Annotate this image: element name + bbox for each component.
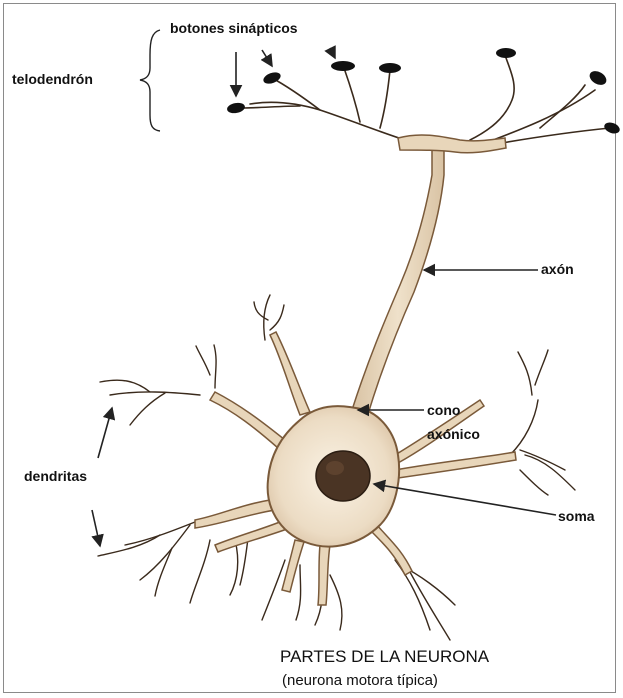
synaptic-buttons xyxy=(226,48,621,135)
label-cono: cono xyxy=(427,402,460,418)
nucleus xyxy=(316,451,370,501)
label-soma: soma xyxy=(558,508,595,524)
caption-subtitle: (neurona motora típica) xyxy=(282,672,438,689)
label-dendritas: dendritas xyxy=(24,468,87,484)
label-botones-sinapticos: botones sinápticos xyxy=(170,20,298,36)
label-axonico: axónico xyxy=(427,426,480,442)
axon-shaft xyxy=(352,150,444,414)
label-axon: axón xyxy=(541,261,574,277)
caption-title: PARTES DE LA NEURONA xyxy=(280,647,489,667)
telodendron-branches xyxy=(240,55,610,145)
telodendron-junction xyxy=(398,135,506,153)
telodendron-bracket xyxy=(140,30,160,131)
nucleus-highlight xyxy=(326,461,344,475)
label-telodendron: telodendrón xyxy=(12,71,93,87)
